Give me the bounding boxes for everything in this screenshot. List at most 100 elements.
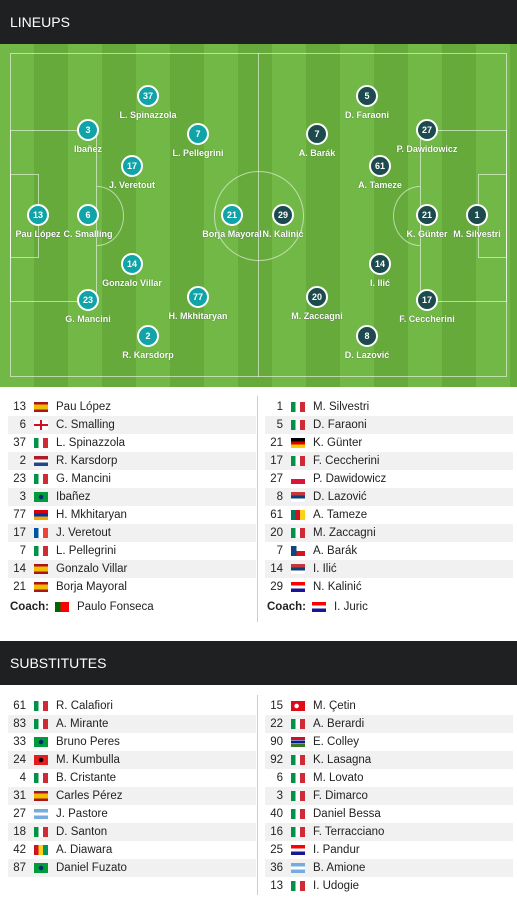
player-name[interactable]: K. Günter (313, 437, 363, 449)
player-name[interactable]: B. Amione (313, 862, 366, 874)
player-name[interactable]: F. Terracciano (313, 826, 385, 838)
player-name[interactable]: M. Zaccagni (313, 527, 376, 539)
player-name[interactable]: Carles Pérez (56, 790, 123, 802)
player-name[interactable]: M. Lovato (313, 772, 364, 784)
player-name[interactable]: I. Pandur (313, 844, 360, 856)
player-name[interactable]: A. Diawara (56, 844, 113, 856)
player-name[interactable]: D. Lazović (313, 491, 367, 503)
player-name[interactable]: J. Pastore (56, 808, 108, 820)
player-name[interactable]: A. Tameze (313, 509, 368, 521)
player-name[interactable]: A. Mirante (56, 718, 109, 730)
player-name[interactable]: Daniel Fuzato (56, 862, 127, 874)
player-name[interactable]: R. Karsdorp (56, 455, 118, 467)
player-name[interactable]: P. Dawidowicz (313, 473, 387, 485)
player-name[interactable]: B. Cristante (56, 772, 117, 784)
player-name[interactable]: Ibañez (56, 491, 91, 503)
player-name[interactable]: I. Udogie (313, 880, 360, 892)
player-name[interactable]: R. Calafiori (56, 700, 113, 712)
player-name[interactable]: K. Lasagna (313, 754, 372, 766)
player-name[interactable]: Bruno Peres (56, 736, 120, 748)
player-name[interactable]: Gonzalo Villar (56, 563, 128, 575)
player-name[interactable]: A. Barák (313, 545, 358, 557)
player-name[interactable]: M. Kumbulla (56, 754, 120, 766)
player-name[interactable]: D. Santon (56, 826, 108, 838)
player-name[interactable]: I. Ilić (313, 563, 337, 575)
player-name[interactable]: E. Colley (313, 736, 360, 748)
player-name[interactable]: L. Spinazzola (56, 437, 126, 449)
player-name[interactable]: G. Mancini (56, 473, 111, 485)
player-name[interactable]: J. Veretout (56, 527, 111, 539)
player-name[interactable]: F. Ceccherini (313, 455, 380, 467)
player-name[interactable]: D. Faraoni (313, 419, 367, 431)
coach-name[interactable]: I. Juric (333, 601, 368, 613)
player-name[interactable]: Daniel Bessa (313, 808, 381, 820)
player-name[interactable]: C. Smalling (56, 419, 115, 431)
player-name[interactable]: F. Dimarco (313, 790, 368, 802)
player-name[interactable]: A. Berardi (313, 718, 365, 730)
player-name[interactable]: M. Çetin (313, 700, 356, 712)
